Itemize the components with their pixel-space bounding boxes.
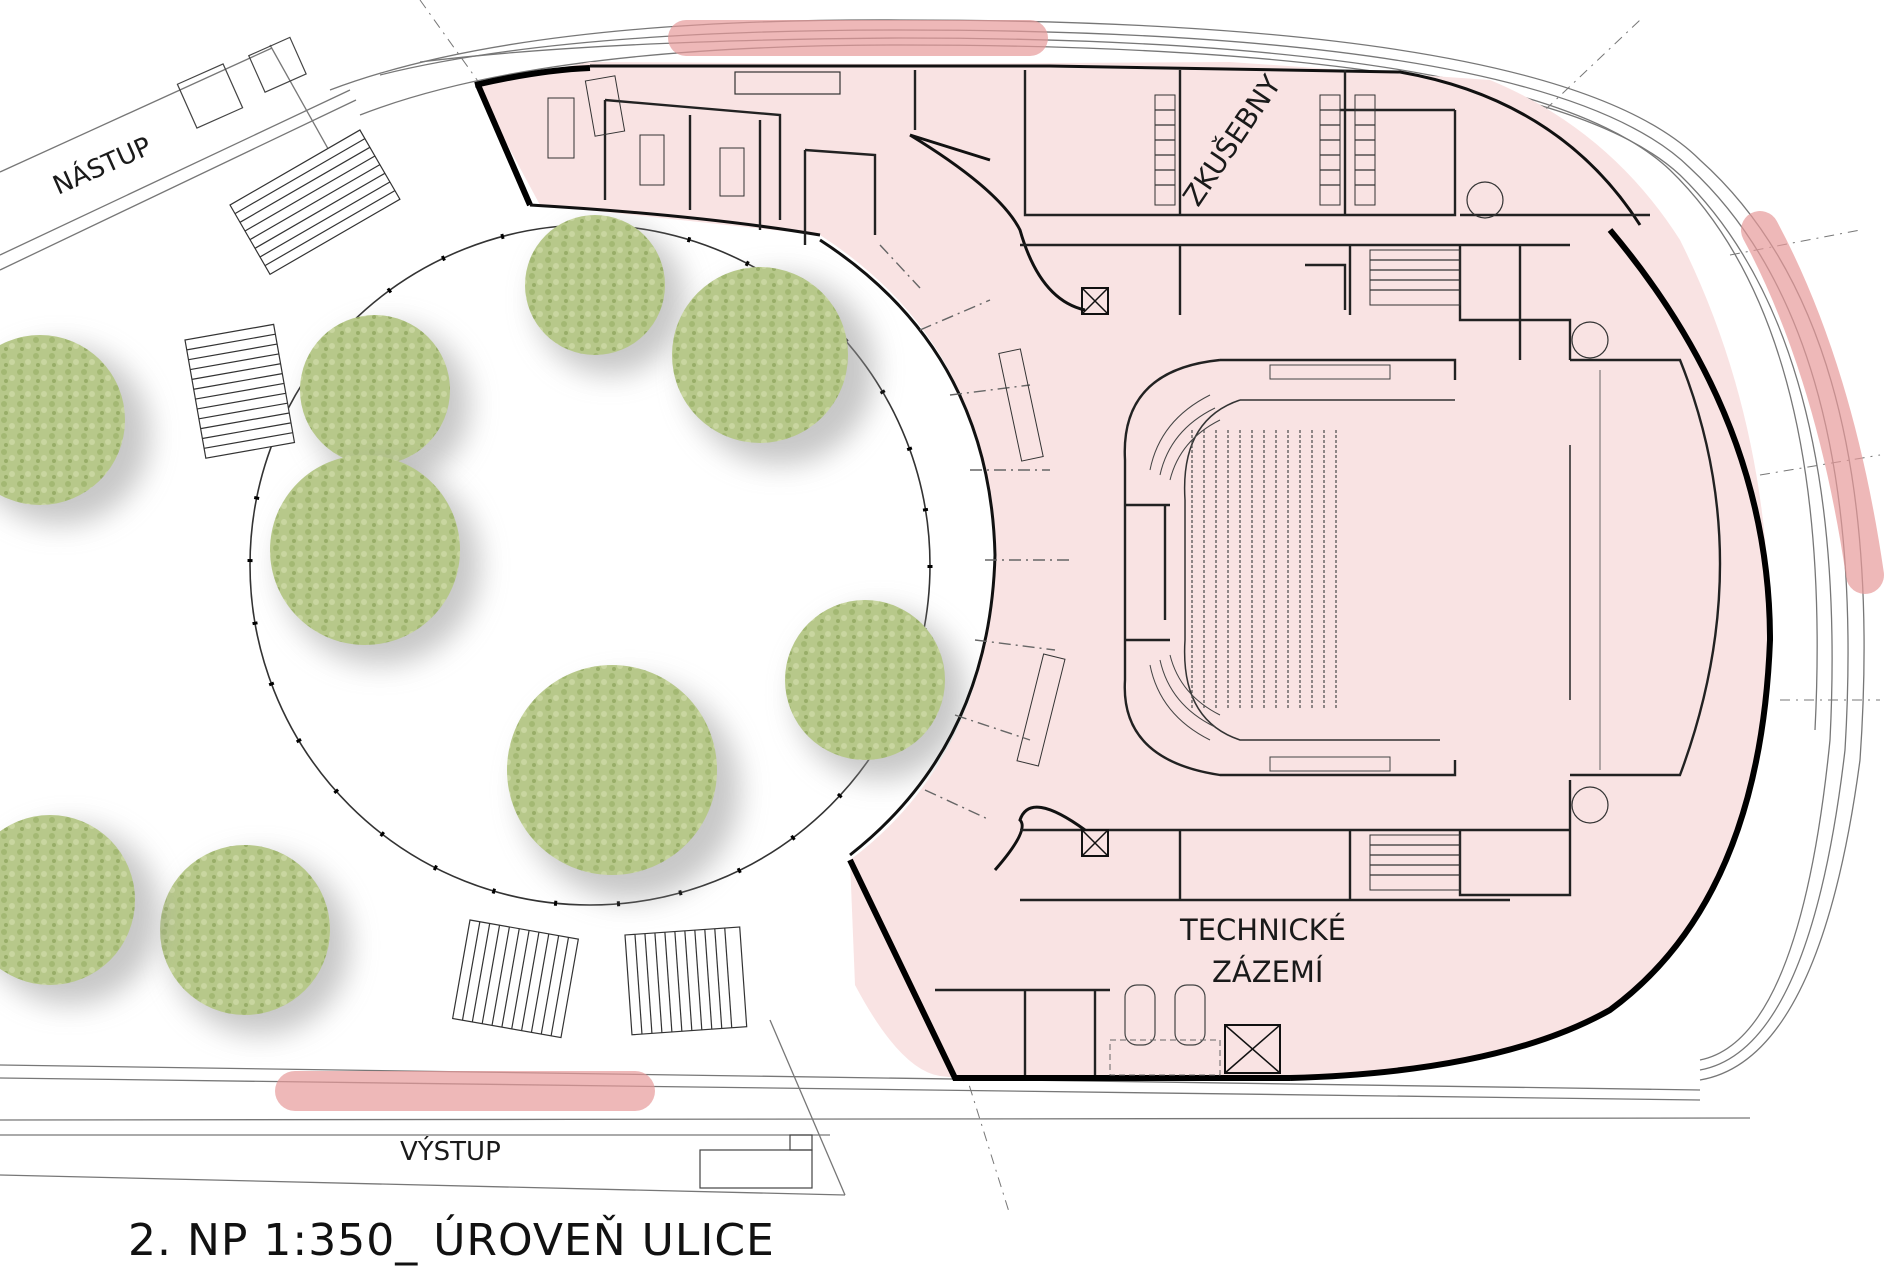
tree-canopy-icon bbox=[785, 600, 965, 780]
label-technicke: TECHNICKÉ bbox=[1179, 913, 1346, 947]
tree-canopy-icon bbox=[160, 845, 350, 1035]
stop-platforms bbox=[176, 36, 813, 1189]
tree-canopy-icon bbox=[270, 455, 480, 665]
elevator-icon bbox=[1081, 829, 1109, 857]
building bbox=[474, 62, 1774, 1082]
building-footprint bbox=[475, 62, 1770, 1082]
auditorium-seating bbox=[1191, 430, 1337, 710]
tree-canopy-icon bbox=[300, 315, 470, 485]
tram-highlights bbox=[275, 20, 1884, 1111]
stairs-icon bbox=[1571, 786, 1609, 824]
tram-highlight-bottom bbox=[275, 1071, 655, 1111]
tree-canopy-icon bbox=[0, 335, 150, 525]
stairs-icon bbox=[1466, 181, 1504, 219]
plaza-stairs bbox=[184, 129, 748, 1039]
tree-canopy-icon bbox=[672, 267, 875, 465]
elevator-icon bbox=[1224, 1024, 1281, 1074]
auditorium bbox=[998, 348, 1722, 777]
stairs-icon bbox=[1571, 321, 1609, 359]
upper-rooms bbox=[547, 70, 1650, 245]
tree-canopy-icon bbox=[0, 815, 160, 1005]
service-rooms bbox=[935, 181, 1609, 1075]
tree-canopy-icon bbox=[507, 665, 740, 900]
elevator-icon bbox=[1081, 287, 1109, 315]
plan-title: 2. NP 1:350_ ÚROVEŇ ULICE bbox=[128, 1215, 775, 1266]
label-vystup: VÝSTUP bbox=[400, 1135, 501, 1167]
tram-highlight-right bbox=[1741, 211, 1884, 594]
garage bbox=[1109, 984, 1221, 1076]
tram-highlight-top bbox=[668, 20, 1048, 56]
label-nastup: NÁSTUP bbox=[48, 130, 156, 202]
tree-canopy-icon bbox=[525, 215, 685, 375]
label-zazemi: ZÁZEMÍ bbox=[1212, 955, 1323, 989]
trees bbox=[0, 215, 965, 1035]
